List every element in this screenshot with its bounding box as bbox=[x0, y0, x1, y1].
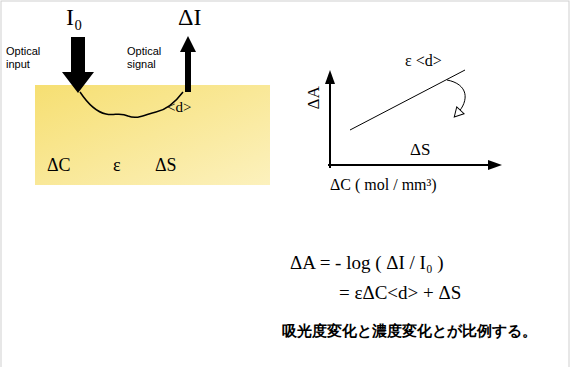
sample-region: <d> ΔC ε ΔS bbox=[35, 85, 270, 185]
input-caption: Optical input bbox=[6, 45, 52, 70]
path-length: <d> bbox=[167, 99, 191, 116]
note-text: 吸光度変化と濃度変化とが比例する。 bbox=[282, 322, 537, 339]
slope-arrow bbox=[447, 80, 465, 114]
x-axis bbox=[328, 164, 490, 166]
sample-symbol: ΔS bbox=[155, 155, 177, 176]
slope-label: ε <d> bbox=[405, 52, 442, 70]
input-intensity: I₀ bbox=[66, 4, 82, 32]
y-axis bbox=[329, 82, 331, 168]
x-axis-label: ΔS bbox=[410, 140, 430, 160]
signal-arrow bbox=[180, 36, 196, 92]
formula-line: ΔA = - log ( ΔI / I₀ ) bbox=[290, 252, 444, 274]
signal-intensity: ΔI bbox=[178, 4, 201, 32]
x-axis-head bbox=[488, 160, 502, 170]
sample-symbol: ΔC bbox=[47, 155, 71, 176]
slope-line bbox=[350, 70, 465, 130]
axis-unit-label: ΔC ( mol / mm³) bbox=[330, 176, 437, 194]
input-arrow bbox=[62, 37, 94, 93]
sample-body bbox=[35, 85, 270, 185]
formula-line: = εΔC<d> + ΔS bbox=[339, 282, 461, 304]
y-axis-head bbox=[325, 70, 335, 84]
y-axis-label: ΔA bbox=[304, 86, 324, 109]
signal-caption: Optical signal bbox=[127, 45, 175, 70]
sample-symbol: ε bbox=[113, 155, 121, 176]
